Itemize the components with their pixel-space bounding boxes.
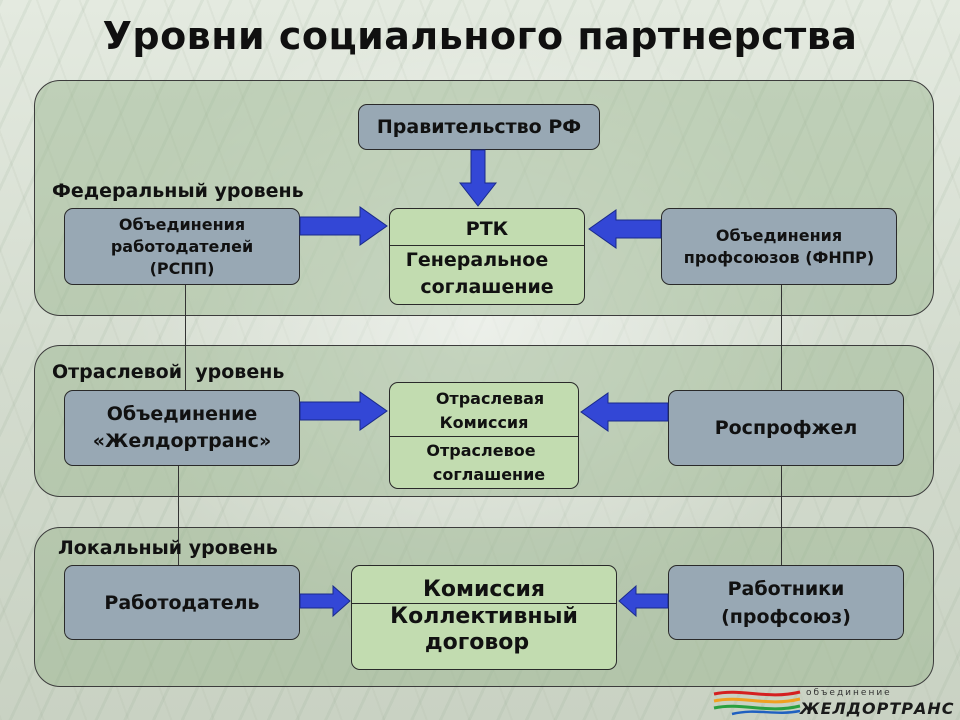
industry-center-box: Отраслевая Комиссия Отраслевое соглашени… <box>389 382 579 489</box>
industry-center-divider <box>390 436 578 437</box>
federal-unions-line-1: Объединения <box>715 225 843 245</box>
federal-employers-box: Объединения работодателей (РСПП) <box>64 208 300 285</box>
local-employers-label: Работодатель <box>104 591 260 614</box>
industry-employers-line-1: Объединение <box>106 403 258 425</box>
federal-center-top: РТК <box>465 218 509 240</box>
government-box: Правительство РФ <box>358 104 600 150</box>
logo-name: ЖЕЛДОРТРАНС <box>800 699 955 718</box>
industry-center-top-line-1: Отраслевая <box>435 389 545 408</box>
industry-center-top: Отраслевая Комиссия <box>390 387 578 435</box>
local-center-bottom-line-2: договор <box>424 630 530 655</box>
local-unions-line-2: (профсоюз) <box>721 605 851 628</box>
zheldortrans-logo-icon <box>713 690 801 716</box>
federal-level-label: Федеральный уровень <box>52 180 304 202</box>
employers-connector-line-1 <box>185 284 186 390</box>
industry-center-top-line-2: Комиссия <box>439 413 529 432</box>
industry-center-bottom-line-2: соглашение <box>432 465 546 484</box>
industry-employers-line-2: «Желдортранс» <box>92 430 272 452</box>
federal-center-box: РТК Генеральное соглашение <box>389 208 585 305</box>
industry-level-label: Отраслевой уровень <box>52 361 285 383</box>
local-center-top: Комиссия <box>422 577 546 602</box>
federal-center-bottom-line-2: соглашение <box>420 276 554 298</box>
federal-employers-line-2: работодателей <box>110 236 254 256</box>
industry-center-bottom-line-1: Отраслевое <box>426 441 536 460</box>
unions-connector-line-2 <box>781 465 782 565</box>
local-unions-box: Работники (профсоюз) <box>668 565 904 640</box>
government-label: Правительство РФ <box>376 116 582 138</box>
logo-subtitle: объединение <box>806 688 892 698</box>
local-employers-box: Работодатель <box>64 565 300 640</box>
local-center-divider <box>352 603 616 604</box>
local-level-label: Локальный уровень <box>58 537 278 559</box>
local-center-bottom: Коллективный договор <box>352 604 616 656</box>
industry-unions-box: Роспрофжел <box>668 390 904 466</box>
federal-center-bottom: Генеральное соглашение <box>390 247 584 301</box>
local-center-bottom-line-1: Коллективный <box>390 604 578 629</box>
federal-unions-box: Объединения профсоюзов (ФНПР) <box>661 208 897 285</box>
unions-connector-line-1 <box>781 284 782 390</box>
industry-employers-box: Объединение «Желдортранс» <box>64 390 300 466</box>
federal-center-divider <box>390 245 584 246</box>
local-center-box: Комиссия Коллективный договор <box>351 565 617 670</box>
industry-center-bottom: Отраслевое соглашение <box>390 439 578 487</box>
federal-center-bottom-line-1: Генеральное <box>405 249 549 271</box>
federal-employers-line-3: (РСПП) <box>149 258 215 278</box>
employers-connector-line-2 <box>178 465 179 565</box>
industry-unions-label: Роспрофжел <box>714 417 858 439</box>
federal-employers-line-1: Объединения <box>118 214 246 234</box>
federal-unions-line-2: профсоюзов (ФНПР) <box>683 247 875 267</box>
page-title: Уровни социального партнерства <box>102 14 858 58</box>
local-unions-line-1: Работники <box>727 577 845 600</box>
